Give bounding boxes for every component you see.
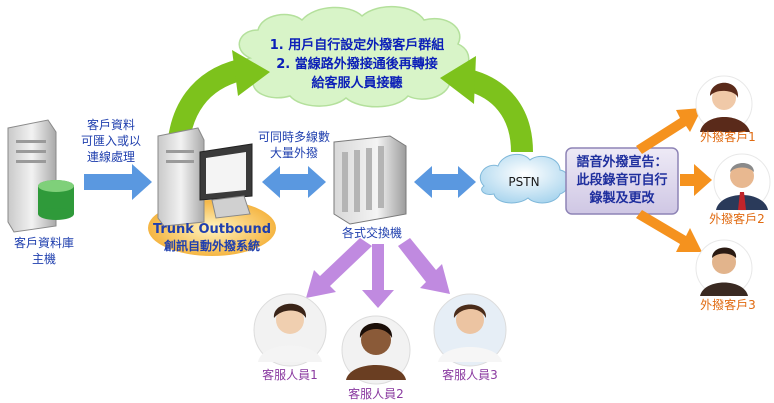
multi-line-2: 大量外撥 bbox=[269, 146, 318, 160]
customer-3-label: 外撥客戶3 bbox=[700, 298, 756, 312]
blue-arrow-trunk-pbx bbox=[262, 166, 326, 198]
agent-avatar-1 bbox=[253, 293, 327, 367]
import-line-3: 連線處理 bbox=[86, 150, 135, 164]
announce-line-2: 此段錄音可自行 bbox=[576, 173, 668, 188]
customer-avatar-2 bbox=[713, 153, 771, 211]
pbx-icon bbox=[333, 135, 407, 225]
import-line-1: 客戶資料 bbox=[86, 118, 135, 132]
monitor-icon bbox=[199, 143, 253, 219]
purple-arrow-agent2 bbox=[362, 244, 394, 308]
pbx-label: 各式交換機 bbox=[341, 226, 402, 240]
agent-avatar-2 bbox=[341, 315, 411, 385]
db-label-line-2: 主機 bbox=[31, 252, 56, 266]
agent-1-label: 客服人員1 bbox=[262, 368, 318, 382]
database-server-icon bbox=[7, 119, 74, 233]
orange-arrow-customer1 bbox=[636, 108, 702, 154]
import-line-2: 可匯入或以 bbox=[80, 134, 141, 148]
agent-2-label: 客服人員2 bbox=[348, 387, 404, 401]
cloud-line-2: 2. 當線路外撥接通後再轉接 bbox=[276, 57, 438, 72]
trunk-subtitle: 創訊自動外撥系統 bbox=[163, 239, 260, 253]
trunk-title: Trunk Outbound bbox=[152, 222, 272, 237]
purple-arrow-agent1 bbox=[306, 238, 372, 298]
agent-3-label: 客服人員3 bbox=[442, 368, 498, 382]
cloud-line-3: 給客服人員接聽 bbox=[311, 76, 403, 91]
announce-line-3: 錄製及更改 bbox=[589, 191, 655, 206]
agent-avatar-3 bbox=[433, 293, 507, 367]
green-arrow-right bbox=[440, 56, 533, 153]
multi-line-1: 可同時多線數 bbox=[257, 130, 330, 144]
customer-2-label: 外撥客戶2 bbox=[709, 212, 765, 226]
announce-line-1: 語音外撥宣告： bbox=[576, 155, 668, 170]
pstn-label: PSTN bbox=[508, 175, 540, 189]
orange-arrow-customer2 bbox=[680, 164, 712, 196]
customer-avatar-3 bbox=[695, 239, 753, 297]
blue-arrow-pbx-pstn bbox=[414, 166, 476, 198]
blue-arrow-db-to-trunk bbox=[84, 164, 152, 200]
cloud-line-1: 1. 用戶自行設定外撥客戶群組 bbox=[269, 38, 445, 53]
trunk-server-icon bbox=[157, 127, 205, 227]
purple-arrow-agent3 bbox=[398, 238, 450, 294]
db-label-line-1: 客戶資料庫 bbox=[13, 236, 74, 250]
announce-box bbox=[565, 147, 679, 215]
customer-avatar-1 bbox=[695, 75, 753, 133]
orange-arrow-customer3 bbox=[636, 210, 702, 252]
customer-1-label: 外撥客戶1 bbox=[700, 130, 756, 144]
